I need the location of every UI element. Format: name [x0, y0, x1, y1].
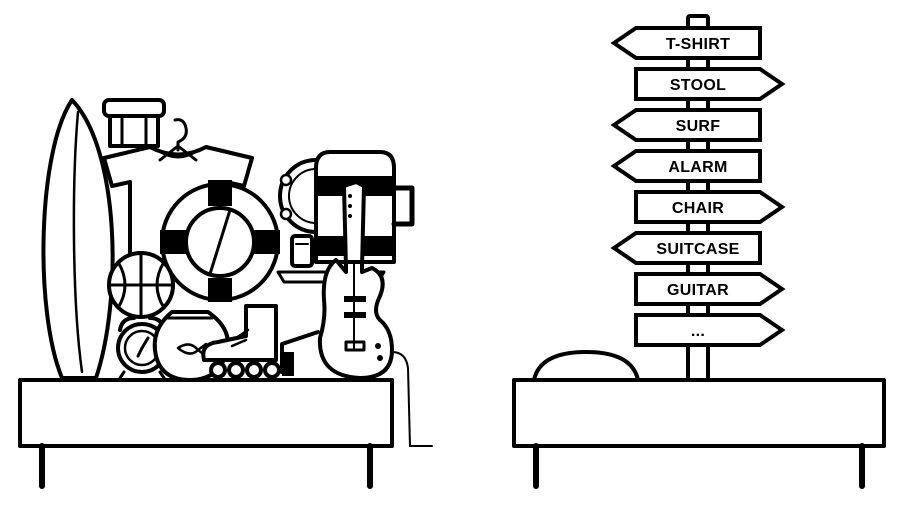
cable-icon — [391, 351, 433, 447]
sign-label: T-SHIRT — [666, 36, 730, 53]
sign-3: SURF — [610, 108, 762, 142]
sign-4: ALARM — [610, 149, 762, 183]
sign-6: SUITCASE — [610, 231, 762, 265]
bracket-icon — [280, 330, 320, 376]
sign-arrow-right — [634, 313, 786, 347]
guitar-icon — [317, 180, 394, 380]
can-icon — [290, 234, 314, 268]
sign-arrow-right — [634, 272, 786, 306]
rock-icon — [532, 350, 640, 382]
stool-icon — [102, 98, 166, 148]
signpost-icon: T-SHIRT STOOL SURF ALARM CHAIR SUITCASE GUITAR… — [610, 26, 786, 347]
sign-label: SURF — [676, 118, 721, 135]
surfboard-icon — [41, 98, 115, 380]
sign-label: STOOL — [670, 77, 726, 94]
left-table — [18, 378, 394, 489]
sign-label: GUITAR — [667, 282, 729, 299]
hanger-icon — [158, 118, 198, 162]
sign-arrow-left — [610, 108, 762, 142]
sign-label: SUITCASE — [656, 241, 739, 258]
right-table — [512, 378, 886, 489]
sign-arrow-left — [610, 149, 762, 183]
sign-label: CHAIR — [672, 200, 724, 217]
sign-arrow-right — [634, 67, 786, 101]
basketball-icon — [107, 251, 175, 319]
right-scene — [512, 14, 886, 489]
sign-arrow-right — [634, 190, 786, 224]
sign-2: STOOL — [634, 67, 786, 101]
sign-arrow-left — [610, 231, 762, 265]
sign-1: T-SHIRT — [610, 26, 762, 60]
sign-label: ALARM — [668, 159, 727, 176]
sign-8: ... — [634, 313, 786, 347]
sign-7: GUITAR — [634, 272, 786, 306]
lifebuoy-icon — [160, 180, 280, 302]
sign-5: CHAIR — [634, 190, 786, 224]
roller-skate-icon — [201, 304, 281, 379]
sign-arrow-left — [610, 26, 762, 60]
sign-label: ... — [691, 323, 705, 340]
left-scene — [18, 98, 433, 489]
